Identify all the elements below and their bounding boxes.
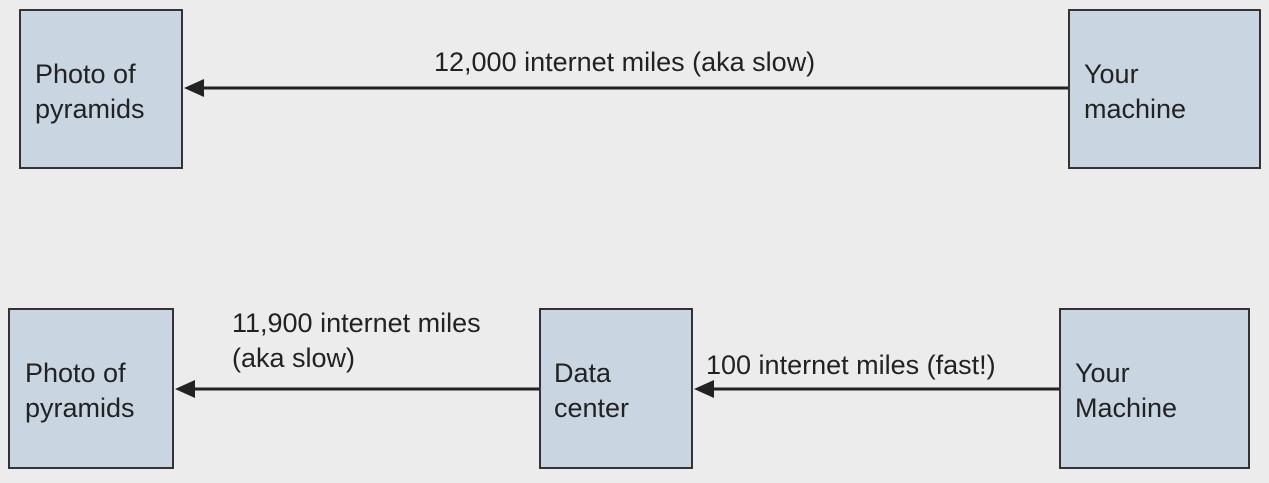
bottom-your-machine-box: Your Machine (1059, 308, 1250, 469)
top-your-machine-label: Your machine (1084, 59, 1187, 124)
bottom-right-arrow-label: 100 internet miles (fast!) (706, 350, 996, 380)
bottom-photo-of-pyramids-box: Photo of pyramids (8, 308, 174, 469)
bottom-left-arrow-label-line1: 11,900 internet miles (232, 308, 481, 338)
top-arrow (184, 79, 1068, 97)
bottom-right-arrow (694, 380, 1059, 398)
top-photo-of-pyramids-label: Photo of pyramids (35, 59, 145, 124)
top-your-machine-box: Your machine (1068, 9, 1261, 169)
bottom-photo-of-pyramids-label: Photo of pyramids (25, 358, 135, 423)
bottom-data-center-box: Data center (539, 308, 693, 469)
top-photo-of-pyramids-box: Photo of pyramids (19, 9, 183, 169)
bottom-data-center-label: Data center (554, 358, 630, 423)
bottom-your-machine-label: Your Machine (1075, 358, 1178, 423)
top-arrow-label: 12,000 internet miles (aka slow) (434, 47, 816, 77)
bottom-left-arrow-label-line2: (aka slow) (232, 343, 356, 373)
bottom-left-arrow (175, 380, 539, 398)
